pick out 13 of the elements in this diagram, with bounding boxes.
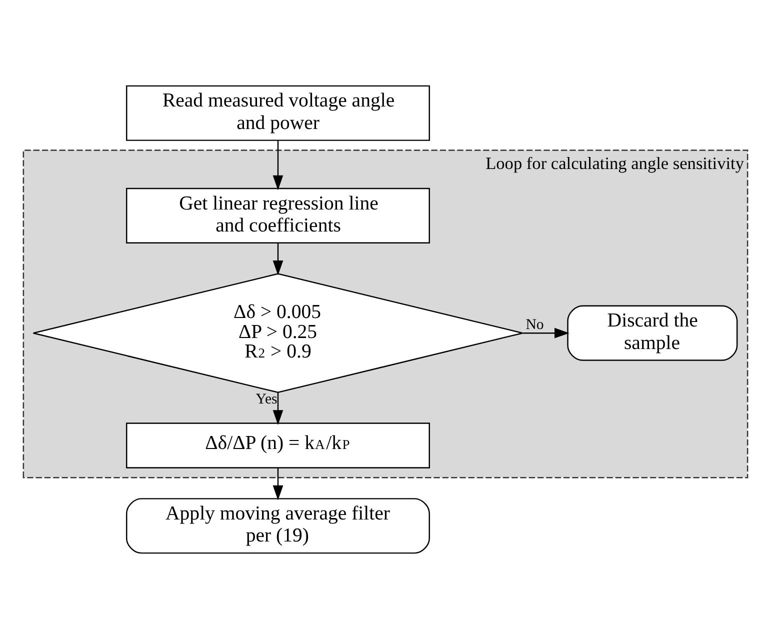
arrow: [272, 242, 284, 275]
arrow: [272, 140, 284, 190]
arrow: [522, 327, 570, 338]
edge-label: Yes: [256, 391, 278, 408]
edge-label: No: [526, 316, 544, 332]
arrow: [272, 468, 284, 500]
node-box: Δδ/ΔP (n) = kA/kP: [126, 422, 430, 468]
node-box: Read measured voltage angle and power: [126, 84, 430, 140]
node-box: Apply moving average filter per (19): [126, 498, 430, 554]
arrow: [272, 392, 284, 424]
node-box: Discard the sample: [567, 304, 738, 360]
node-box: Get linear regression line and coefficients: [126, 187, 430, 243]
node-diamond: Δδ > 0.005 ΔP > 0.25 R2 > 0.9: [32, 272, 524, 393]
